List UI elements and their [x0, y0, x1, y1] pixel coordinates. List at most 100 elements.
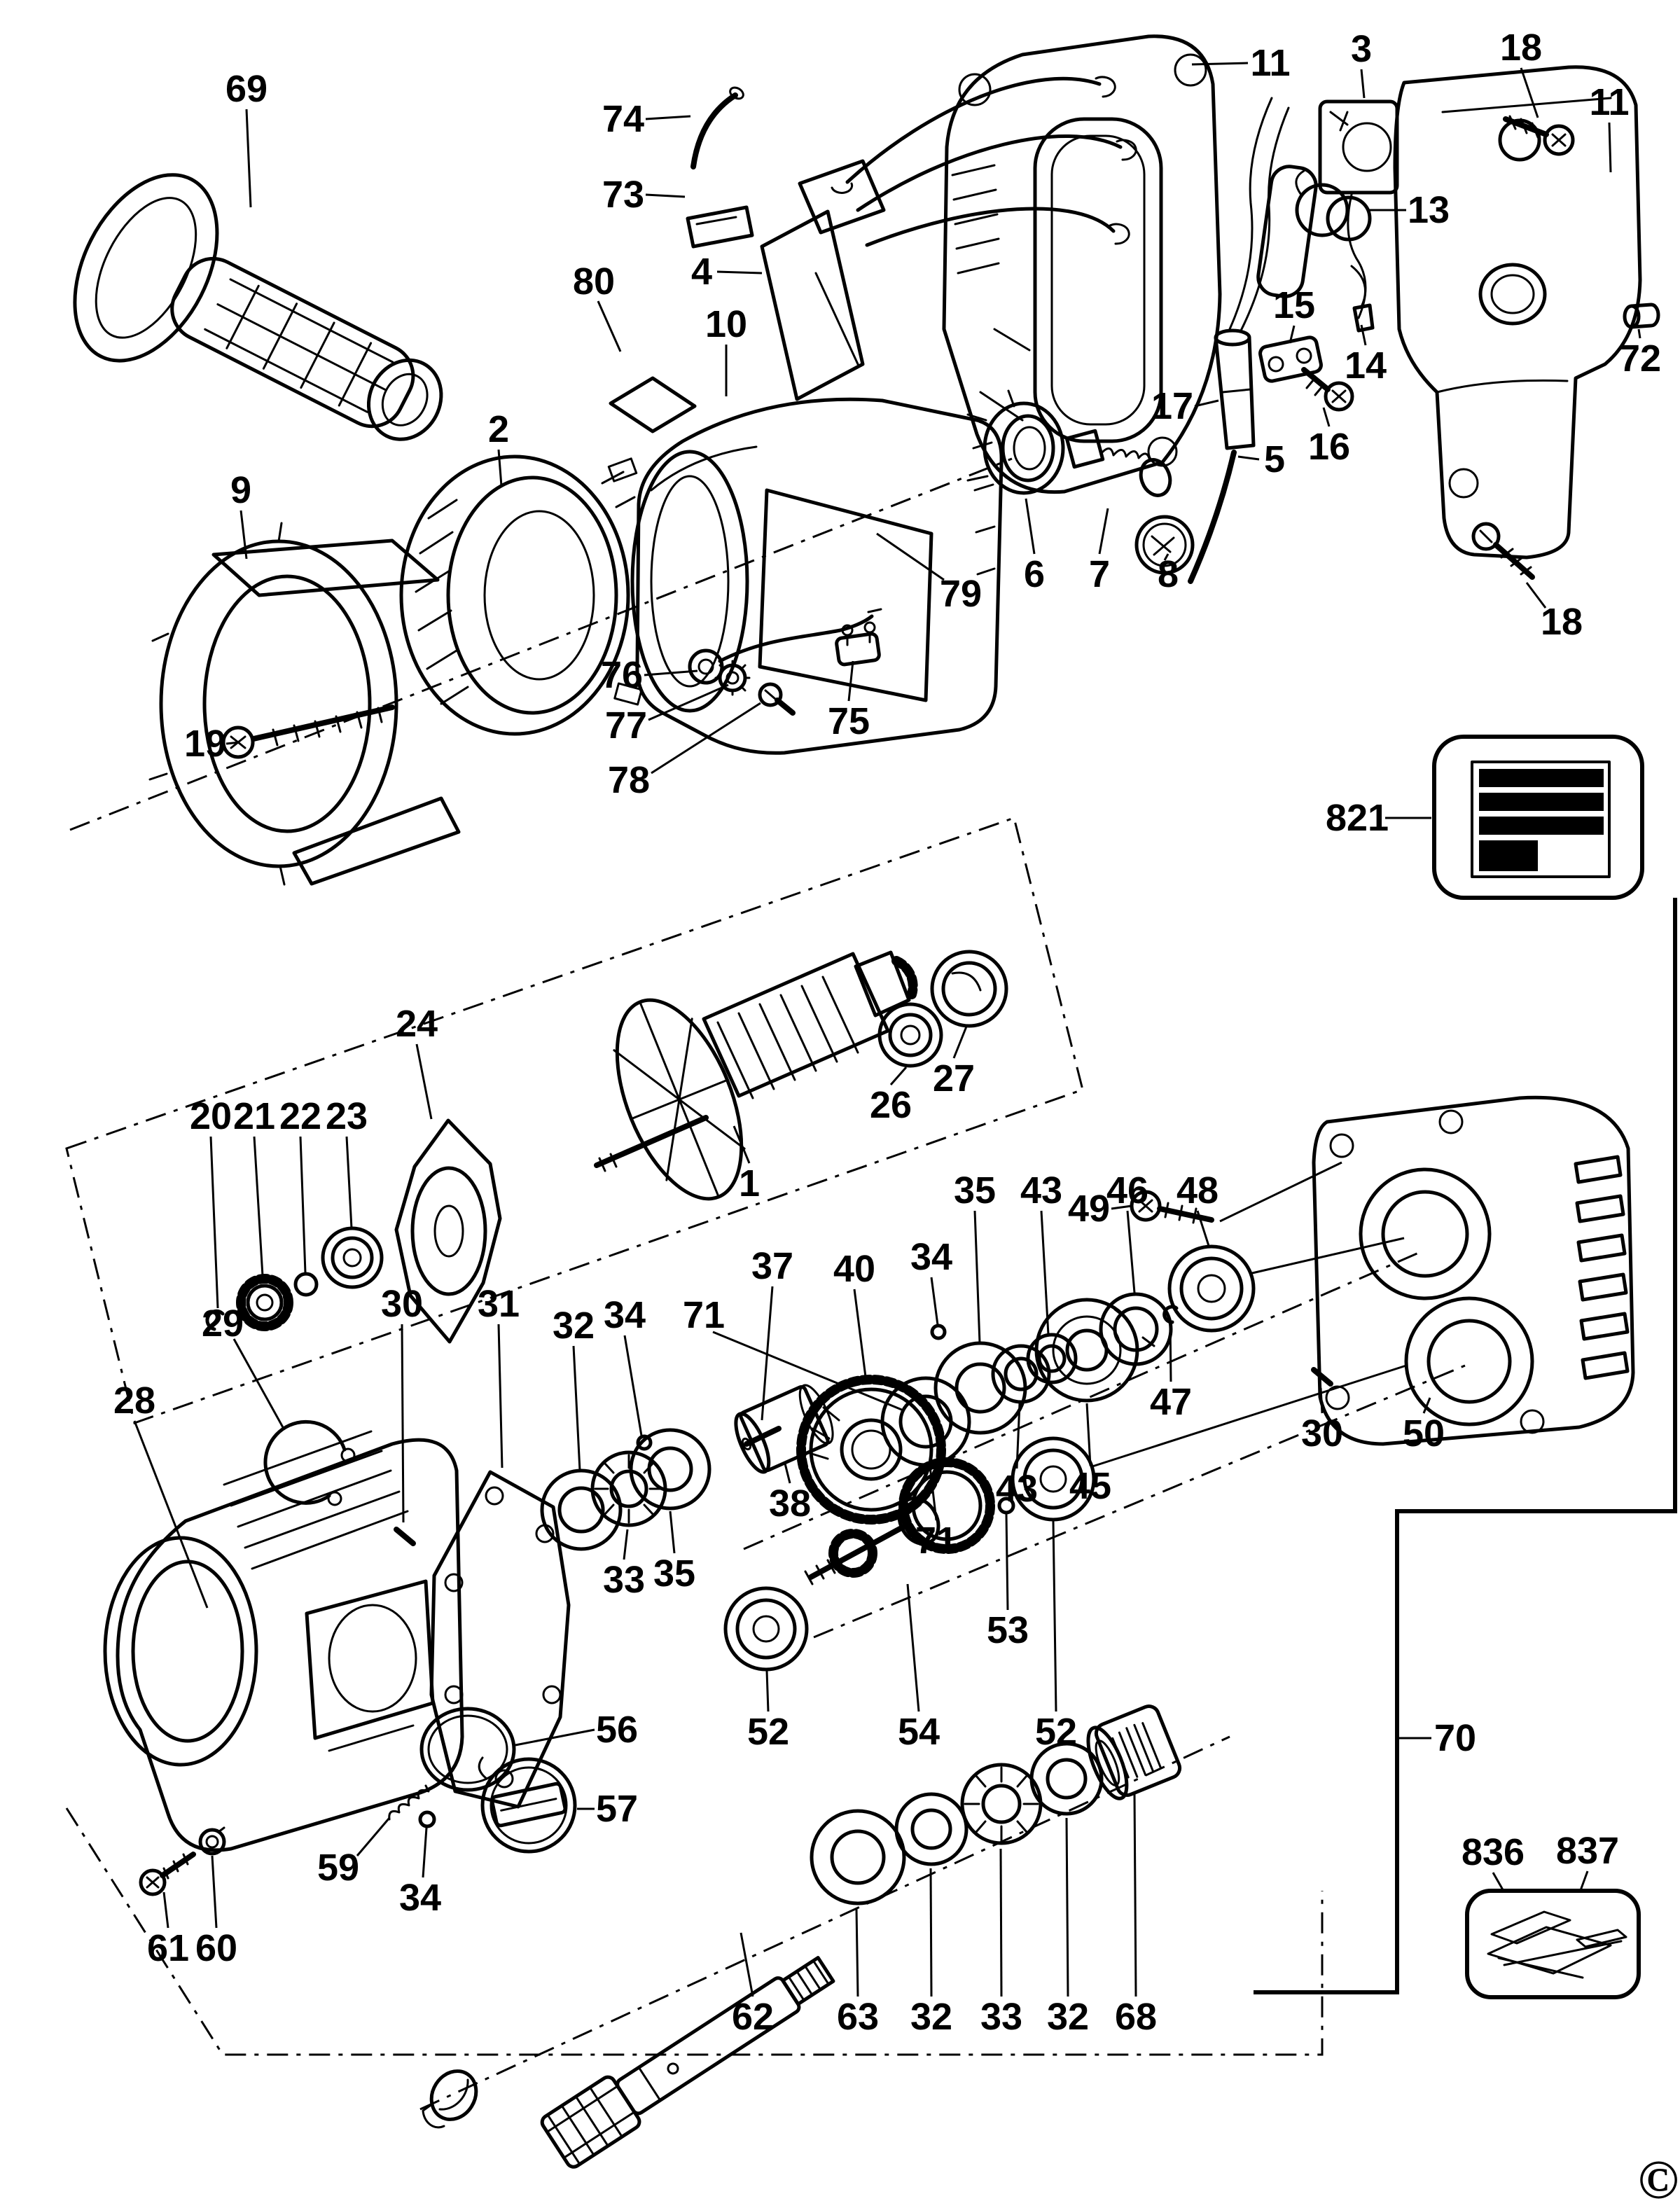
leader-line-60: [211, 1855, 218, 1929]
callout-54: 54: [898, 1711, 940, 1753]
callout-7: 7: [1089, 553, 1110, 595]
pin-30-right: [1311, 1367, 1333, 1387]
callout-34c: 34: [604, 1294, 646, 1336]
callout-45: 45: [1069, 1465, 1111, 1507]
callout-13: 13: [1408, 189, 1450, 231]
o-ring-56: [419, 1707, 516, 1792]
callout-837: 837: [1556, 1830, 1619, 1872]
needle-sleeve-68: [1086, 1704, 1182, 1800]
leader-line-63: [855, 1908, 859, 1997]
copyright-symbol: ©: [1638, 2149, 1679, 2208]
leader-line-29: [232, 1338, 285, 1429]
leader-line-52a: [765, 1670, 770, 1712]
lock-washer-60: [198, 1826, 226, 1856]
callout-17: 17: [1151, 385, 1193, 427]
leader-line-79: [876, 532, 945, 581]
callout-19: 19: [184, 723, 226, 765]
callout-63: 63: [837, 1996, 879, 2038]
callout-48: 48: [1176, 1169, 1219, 1211]
o-ring-34-left: [636, 1434, 653, 1451]
leader-line-18b: [1525, 582, 1547, 609]
washer-32-spindle-inner: [894, 1792, 969, 1866]
leader-line-837: [1578, 1870, 1589, 1893]
housing-half-right-11: [1393, 65, 1642, 560]
leader-line-32a: [572, 1345, 581, 1471]
star-washer-77: [714, 660, 751, 696]
seal-ring-27: [930, 950, 1008, 1028]
leader-line-43b: [1015, 1403, 1021, 1469]
nameplate-821: [1432, 735, 1644, 900]
callout-76: 76: [601, 654, 643, 696]
leader-line-34b: [422, 1827, 428, 1878]
wire-terminal-14: [1350, 265, 1375, 333]
callout-71b: 71: [683, 1294, 725, 1336]
brush-cap-8: [1134, 515, 1195, 575]
callout-22: 22: [279, 1095, 321, 1137]
leader-line-15: [1289, 325, 1296, 344]
leader-line-9: [239, 510, 248, 560]
leader-line-22: [299, 1136, 307, 1274]
leader-line-6: [1025, 498, 1036, 555]
callout-9: 9: [230, 469, 251, 511]
callout-23: 23: [326, 1095, 368, 1137]
leader-line-73: [645, 193, 686, 198]
callout-30b: 30: [1301, 1412, 1343, 1454]
callout-27: 27: [933, 1057, 975, 1099]
callout-57: 57: [596, 1788, 638, 1830]
callout-35a: 35: [954, 1169, 996, 1211]
leader-line-23: [345, 1136, 353, 1229]
callout-26: 26: [870, 1084, 912, 1126]
bearing-52-left: [723, 1586, 809, 1672]
callout-62: 62: [732, 1996, 774, 2038]
leader-line-62: [740, 1932, 754, 1997]
leader-line-1: [733, 1125, 751, 1164]
sticker-80: [609, 376, 697, 433]
callout-24: 24: [396, 1003, 438, 1045]
clutch-housing-28: [103, 1430, 464, 1852]
screw-18-top: [1503, 115, 1575, 156]
screw-78: [758, 682, 796, 716]
leader-line-61: [162, 1891, 169, 1929]
callout-33c: 33: [980, 1996, 1022, 2038]
screw-19: [221, 704, 395, 759]
callout-32b: 32: [910, 1996, 952, 2038]
armature-1: [594, 950, 918, 1201]
callout-78: 78: [608, 759, 650, 801]
accessory-kit-box: [1465, 1889, 1641, 1999]
callout-8: 8: [1158, 553, 1179, 595]
screw-16: [1301, 367, 1354, 412]
screw-49: [1130, 1161, 1342, 1224]
leader-line-46: [1126, 1210, 1136, 1293]
callout-6: 6: [1024, 553, 1045, 595]
power-cord-5: [1188, 450, 1237, 584]
callout-14: 14: [1345, 345, 1387, 387]
leader-line-4: [716, 270, 763, 275]
leader-line-35b: [669, 1511, 676, 1554]
terminal-block-75: [835, 621, 881, 667]
leader-line-18a: [1520, 67, 1539, 118]
callout-33b: 33: [603, 1559, 645, 1601]
spindle-62: [422, 1956, 835, 2169]
spring-59: [388, 1784, 430, 1821]
leader-line-33b: [623, 1529, 629, 1560]
callout-70: 70: [1434, 1717, 1476, 1759]
pin-30-left: [394, 1527, 416, 1546]
leader-line-80: [597, 300, 622, 352]
leader-line-48: [1196, 1210, 1211, 1249]
callout-73: 73: [602, 174, 644, 216]
bearing-48: [1167, 1237, 1405, 1333]
callout-53: 53: [987, 1609, 1029, 1651]
leader-line-21: [253, 1136, 264, 1277]
callout-10: 10: [705, 303, 747, 345]
callout-37: 37: [751, 1245, 793, 1287]
bearing-26: [877, 1002, 943, 1068]
washer-43-second: [1026, 1333, 1078, 1384]
callout-30a: 30: [381, 1283, 423, 1325]
leader-line-11a: [1191, 62, 1249, 66]
leader-line-71b: [712, 1331, 904, 1412]
leader-line-27: [952, 1026, 968, 1059]
leader-line-16: [1322, 407, 1331, 427]
callout-59: 59: [317, 1847, 359, 1889]
leader-line-24: [415, 1043, 433, 1120]
